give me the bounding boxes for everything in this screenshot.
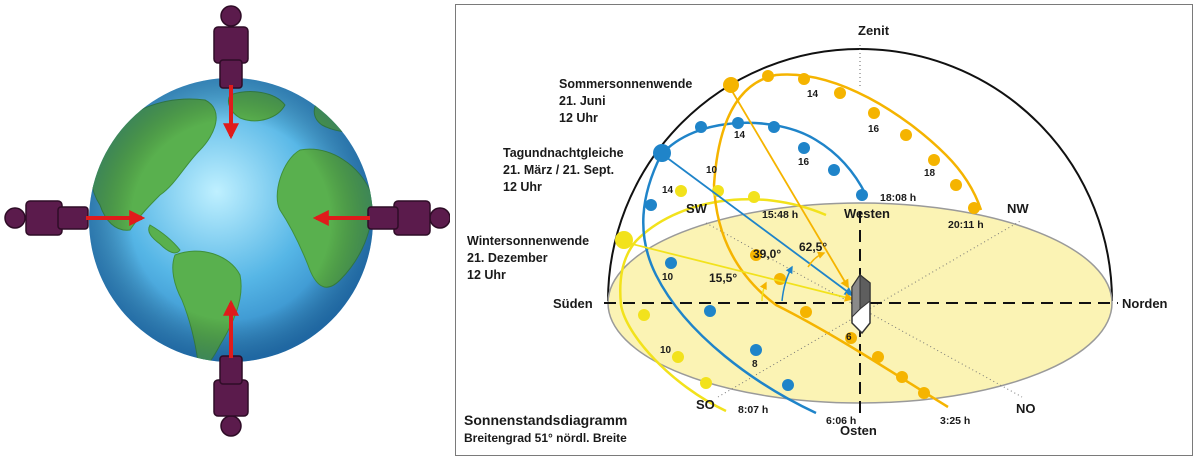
summer-hour-14: 14 <box>807 89 819 100</box>
svg-text:21. Juni: 21. Juni <box>559 94 606 108</box>
winter-sun-path <box>619 198 827 413</box>
svg-text:21. März / 21. Sept.: 21. März / 21. Sept. <box>503 163 614 177</box>
house-icon <box>851 273 871 335</box>
equinox-angle-label: 39,0° <box>753 247 781 261</box>
sun-path-svg: Zenit Süden Norden Osten Westen SW NW SO… <box>464 23 1168 445</box>
winter-sun-positions <box>615 185 760 389</box>
equinox-sunset-time: 18:08 h <box>880 192 916 204</box>
nw-label: NW <box>1007 201 1029 216</box>
equinox-sun-positions <box>645 117 868 391</box>
winter-hour-14: 14 <box>662 185 674 196</box>
summer-sunrise-time: 3:25 h <box>940 415 970 427</box>
globe-figure <box>0 0 450 459</box>
svg-text:12 Uhr: 12 Uhr <box>467 268 506 282</box>
person-icon <box>4 200 89 236</box>
summer-angle-label: 62,5° <box>799 240 827 254</box>
person-icon <box>213 5 249 89</box>
svg-text:12 Uhr: 12 Uhr <box>503 180 542 194</box>
summer-sun-path <box>712 73 983 409</box>
sw-label: SW <box>686 201 708 216</box>
equinox-label: Tagundnachtgleiche 21. März / 21. Sept. … <box>503 146 624 194</box>
winter-angle-arc <box>759 281 767 302</box>
diagram-subtitle: Breitengrad 51° nördl. Breite <box>464 431 627 445</box>
globe-people-illustration <box>4 5 450 437</box>
summer-hour-6: 6 <box>846 332 852 343</box>
no-label: NO <box>1016 401 1036 416</box>
summer-sun-positions <box>723 70 980 399</box>
equinox-sun-path <box>642 121 868 415</box>
summer-ray <box>731 90 849 289</box>
person-icon <box>213 355 249 437</box>
summer-angle-arc <box>807 251 826 268</box>
zenith-label: Zenit <box>858 23 890 38</box>
equinox-hour-14: 14 <box>734 130 746 141</box>
winter-sunset-time: 15:48 h <box>762 209 798 221</box>
svg-text:Sommersonnenwende: Sommersonnenwende <box>559 77 692 91</box>
winter-sunrise-time: 8:07 h <box>738 404 768 416</box>
summer-hour-18: 18 <box>924 168 936 179</box>
svg-text:12 Uhr: 12 Uhr <box>559 111 598 125</box>
equinox-angle-arc <box>781 265 793 302</box>
equinox-hour-8: 8 <box>752 359 758 370</box>
winter-angle-label: 15,5° <box>709 271 737 285</box>
summer-hour-16: 16 <box>868 124 880 135</box>
diagram-title: Sonnenstandsdiagramm <box>464 412 627 428</box>
equinox-sunrise-time: 6:06 h <box>826 415 856 427</box>
summer-solstice-label: Sommersonnenwende 21. Juni 12 Uhr <box>559 77 692 125</box>
equinox-hour-10: 10 <box>662 272 674 283</box>
winter-ray <box>627 242 854 302</box>
so-label: SO <box>696 397 715 412</box>
svg-text:21. Dezember: 21. Dezember <box>467 251 548 265</box>
west-label: Westen <box>844 206 890 221</box>
summer-sunset-time: 20:11 h <box>948 219 984 231</box>
svg-text:Tagundnachtgleiche: Tagundnachtgleiche <box>503 146 624 160</box>
summer-hour-10: 10 <box>706 165 718 176</box>
sun-path-diagram: Zenit Süden Norden Osten Westen SW NW SO… <box>455 4 1193 456</box>
north-label: Norden <box>1122 296 1168 311</box>
equinox-ray <box>665 156 854 297</box>
winter-hour-10: 10 <box>660 345 672 356</box>
person-icon <box>367 200 450 236</box>
south-label: Süden <box>553 296 593 311</box>
winter-solstice-label: Wintersonnenwende 21. Dezember 12 Uhr <box>467 234 589 282</box>
equinox-hour-16: 16 <box>798 157 810 168</box>
east-label: Osten <box>840 423 877 438</box>
svg-text:Wintersonnenwende: Wintersonnenwende <box>467 234 589 248</box>
